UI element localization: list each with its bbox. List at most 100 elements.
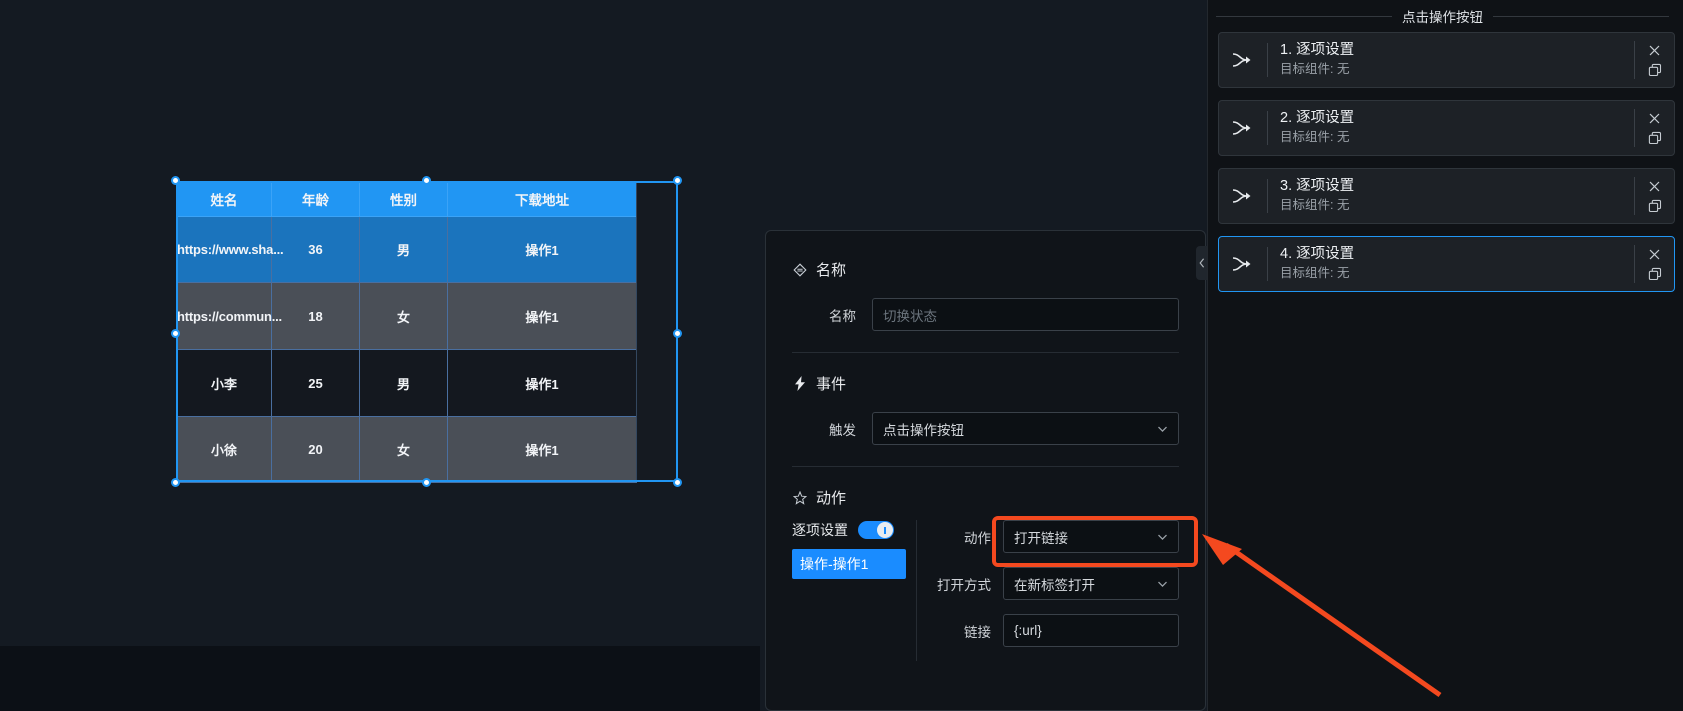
cell-action-button[interactable]: 操作1	[447, 349, 637, 417]
canvas-bottom-strip	[0, 646, 760, 711]
open-mode-select[interactable]: 在新标签打开	[1003, 567, 1179, 600]
cell-action-button[interactable]: 操作1	[447, 416, 637, 483]
per-item-toggle-row[interactable]: 逐项设置	[792, 520, 906, 540]
chevron-down-icon	[1156, 422, 1169, 435]
name-field-row: 名称 切换状态	[766, 298, 1205, 331]
name-input[interactable]: 切换状态	[872, 298, 1179, 331]
close-icon[interactable]	[1648, 248, 1661, 261]
col-header-name: 姓名	[176, 181, 272, 217]
per-item-switch[interactable]	[858, 521, 894, 539]
cell-sex: 男	[359, 216, 448, 283]
table-row[interactable]: 小李 25 男 操作1	[176, 349, 637, 417]
section-header-action: 动作	[766, 487, 1205, 508]
resize-handle-top-left[interactable]	[171, 176, 180, 185]
trigger-select[interactable]: 点击操作按钮	[872, 412, 1179, 445]
copy-icon[interactable]	[1648, 267, 1662, 281]
table-row[interactable]: https://commun... 18 女 操作1	[176, 282, 637, 350]
sidebar-title: 点击操作按钮	[1402, 10, 1483, 25]
table-header-row: 姓名 年龄 性别 下载地址	[176, 181, 637, 217]
chevron-down-icon	[1156, 530, 1169, 543]
item-text-block: 2. 逐项设置 目标组件: 无	[1268, 101, 1634, 155]
event-settings-dialog: 名称 名称 切换状态 事件 触发 点击操作按钮	[765, 230, 1206, 711]
chevron-down-icon	[1156, 577, 1169, 590]
item-target: 目标组件: 无	[1280, 62, 1350, 76]
item-divider	[1267, 179, 1268, 213]
item-target: 目标组件: 无	[1280, 130, 1350, 144]
link-field-row: 链接 {:url}	[931, 614, 1205, 647]
resize-handle-middle-left[interactable]	[171, 329, 180, 338]
title-rule-left	[1216, 15, 1392, 17]
star-icon	[792, 490, 808, 506]
table-empty-area	[636, 181, 678, 482]
table-row[interactable]: https://www.sha... 36 男 操作1	[176, 216, 637, 283]
branch-arrow-icon	[1219, 237, 1267, 291]
cell-action-button[interactable]: 操作1	[447, 282, 637, 350]
copy-icon[interactable]	[1648, 131, 1662, 145]
cell-sex: 女	[359, 416, 448, 483]
action-select[interactable]: 打开链接	[1003, 520, 1179, 553]
action-right-column: 动作 打开链接 打开方式 在新标签打开	[917, 520, 1205, 661]
sidebar-title-row: 点击操作按钮	[1208, 0, 1683, 26]
link-label: 链接	[964, 624, 991, 640]
data-table[interactable]: 姓名 年龄 性别 下载地址 https://www.sha... 36 男 操作…	[176, 181, 637, 483]
resize-handle-middle-right[interactable]	[673, 329, 682, 338]
item-name: 1. 逐项设置	[1280, 42, 1355, 58]
open-mode-label: 打开方式	[937, 577, 991, 593]
trigger-field-row: 触发 点击操作按钮	[766, 412, 1205, 445]
section-header-name: 名称	[766, 259, 1205, 280]
action-field-row: 动作 打开链接	[931, 520, 1205, 553]
item-divider	[1267, 111, 1268, 145]
resize-handle-top-right[interactable]	[673, 176, 682, 185]
item-name: 3. 逐项设置	[1280, 178, 1355, 194]
resize-handle-bottom-center[interactable]	[422, 478, 431, 487]
close-icon[interactable]	[1648, 112, 1661, 125]
sidebar-item-4[interactable]: 4. 逐项设置 目标组件: 无	[1218, 236, 1675, 292]
table-row[interactable]: 小徐 20 女 操作1	[176, 416, 637, 483]
copy-icon[interactable]	[1648, 63, 1662, 77]
item-actions	[1634, 109, 1674, 147]
diamond-icon	[792, 262, 808, 278]
item-chip-operation[interactable]: 操作-操作1	[792, 549, 906, 579]
cell-age: 18	[271, 282, 360, 350]
dialog-collapse-handle[interactable]	[1196, 246, 1207, 280]
table-widget-selected[interactable]: 姓名 年龄 性别 下载地址 https://www.sha... 36 男 操作…	[171, 176, 682, 487]
name-field-label: 名称	[829, 308, 856, 324]
cell-name: 小徐	[176, 416, 272, 483]
sidebar-item-2[interactable]: 2. 逐项设置 目标组件: 无	[1218, 100, 1675, 156]
cell-action-button[interactable]: 操作1	[447, 216, 637, 283]
per-item-label: 逐项设置	[792, 522, 848, 538]
close-icon[interactable]	[1648, 180, 1661, 193]
action-left-column: 逐项设置 操作-操作1	[792, 520, 917, 661]
name-input-placeholder: 切换状态	[883, 308, 937, 324]
sidebar-item-1[interactable]: 1. 逐项设置 目标组件: 无	[1218, 32, 1675, 88]
open-mode-select-value: 在新标签打开	[1014, 577, 1095, 593]
cell-age: 25	[271, 349, 360, 417]
trigger-label: 触发	[829, 422, 856, 438]
close-icon[interactable]	[1648, 44, 1661, 57]
branch-arrow-icon	[1219, 101, 1267, 155]
branch-arrow-icon	[1219, 33, 1267, 87]
resize-handle-top-center[interactable]	[422, 176, 431, 185]
item-actions	[1634, 41, 1674, 79]
open-mode-field-row: 打开方式 在新标签打开	[931, 567, 1205, 600]
chevron-left-icon	[1198, 258, 1204, 268]
col-header-sex: 性别	[359, 181, 448, 217]
item-actions	[1634, 245, 1674, 283]
sidebar-item-3[interactable]: 3. 逐项设置 目标组件: 无	[1218, 168, 1675, 224]
selection-outline	[176, 181, 678, 482]
item-text-block: 4. 逐项设置 目标组件: 无	[1268, 237, 1634, 291]
resize-handle-bottom-left[interactable]	[171, 478, 180, 487]
cell-sex: 男	[359, 349, 448, 417]
link-input[interactable]: {:url}	[1003, 614, 1179, 647]
copy-icon[interactable]	[1648, 199, 1662, 213]
section-title-action: 动作	[816, 490, 847, 507]
item-divider	[1267, 43, 1268, 77]
col-header-age: 年龄	[271, 181, 360, 217]
resize-handle-bottom-right[interactable]	[673, 478, 682, 487]
action-body: 逐项设置 操作-操作1 动作 打开链接	[766, 520, 1205, 661]
sidebar-item-list: 1. 逐项设置 目标组件: 无	[1208, 26, 1683, 292]
section-title-event: 事件	[816, 376, 847, 393]
section-title-name: 名称	[816, 262, 847, 279]
col-header-url: 下载地址	[447, 181, 637, 217]
